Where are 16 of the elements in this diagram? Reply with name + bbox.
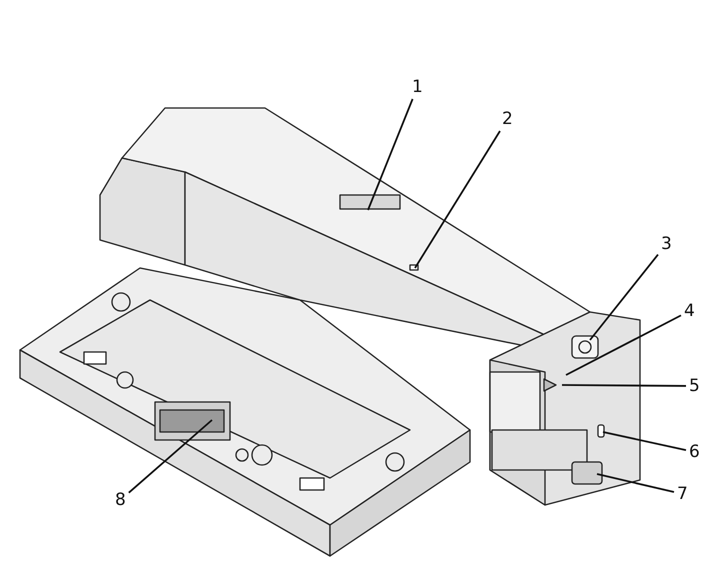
callout-number: 7: [677, 485, 688, 503]
leader-line: [128, 419, 213, 494]
callout-number: 3: [661, 235, 672, 253]
leader-line: [562, 384, 686, 387]
leader-line: [602, 431, 686, 452]
leader-line: [589, 254, 659, 341]
leader-line: [367, 98, 414, 210]
callout-number: 1: [412, 78, 423, 96]
callout-number: 4: [684, 302, 695, 320]
leader-line: [414, 130, 501, 268]
leader-line: [566, 314, 682, 376]
leader-line: [596, 473, 674, 493]
callout-number: 2: [502, 110, 513, 128]
callout-number: 8: [115, 491, 126, 509]
callout-number: 6: [689, 443, 700, 461]
callout-number: 5: [689, 377, 700, 395]
